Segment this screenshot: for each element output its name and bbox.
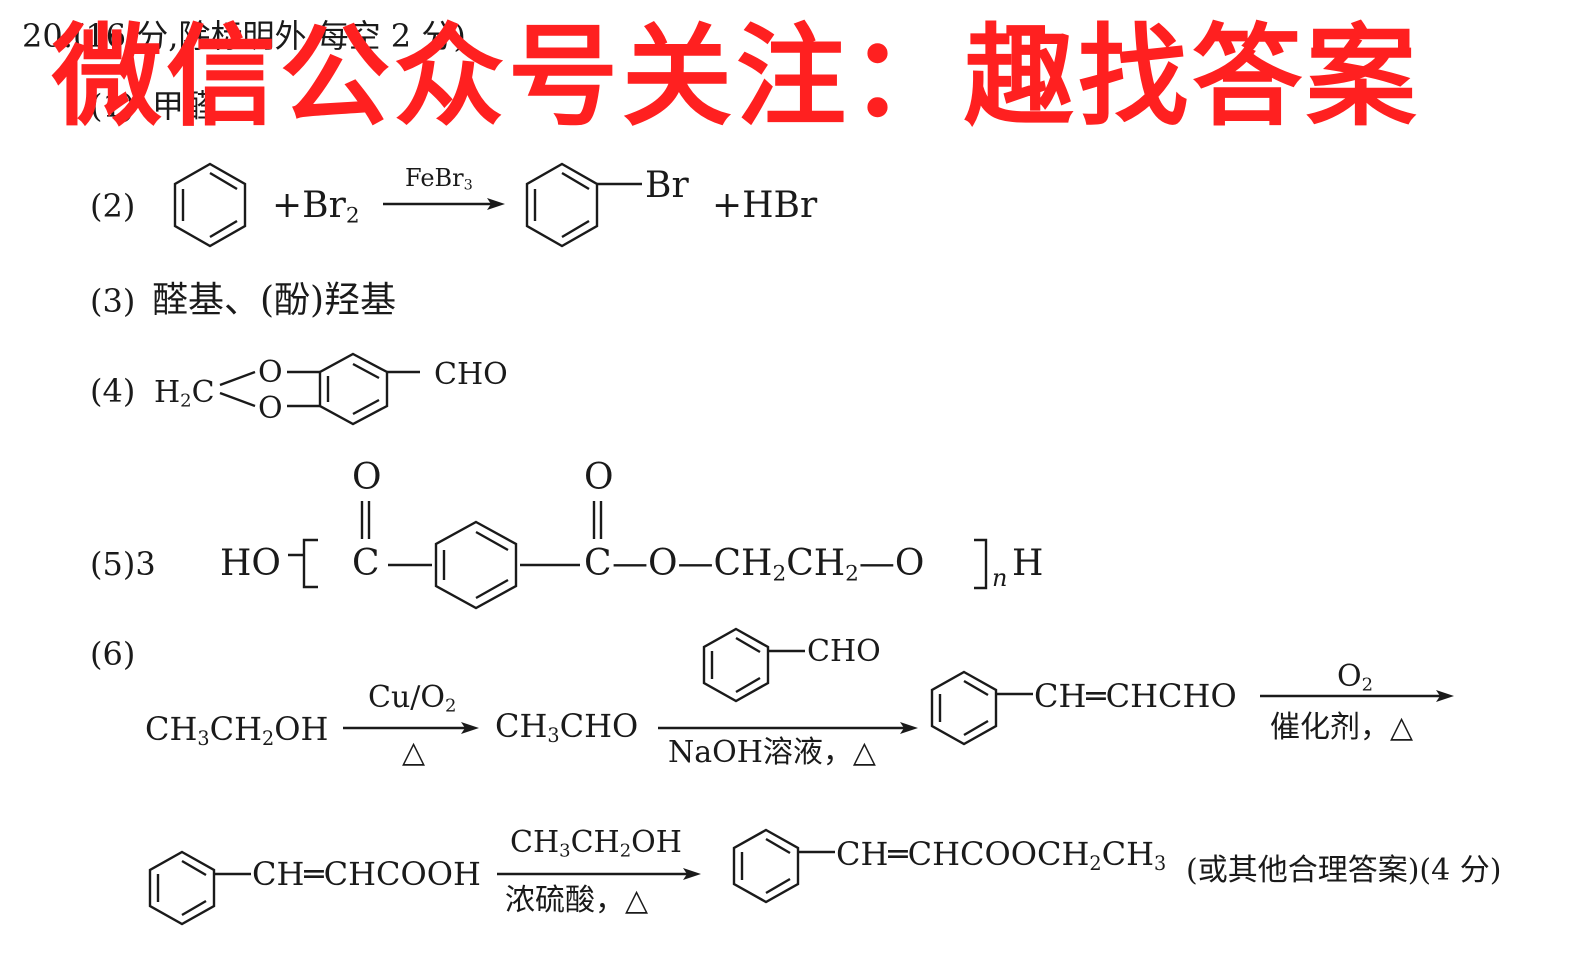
q4-h2c: H2C — [154, 375, 215, 412]
q2-catalyst: FeBr3 — [405, 164, 473, 194]
q6-benzaldehyde-ring — [702, 627, 805, 703]
q6-benzaldehyde-cho: CHO — [807, 634, 881, 669]
q4-oxygen-bottom: O — [258, 391, 283, 426]
question-header: 20.(16 分,除标明外,每空 2 分) — [22, 17, 466, 55]
q6-arrow-1 — [343, 722, 479, 734]
benzene-ring-reactant — [173, 162, 247, 248]
watermark-banner: 微信公众号关注：趣找答案 — [52, 13, 1420, 141]
q4-oxygen-top: O — [258, 355, 283, 390]
q5-chain: —O—CH2CH2—O — [612, 543, 925, 587]
q6-ester: CH═CHCOOCH2CH3 — [836, 835, 1167, 875]
q5-carbonyl-o1: O — [352, 457, 382, 498]
q5-right-bracket — [974, 538, 988, 590]
q6-arrow-4 — [497, 868, 701, 880]
q6-acetaldehyde: CH3CHO — [495, 707, 639, 747]
q2-plus-hbr: +HBr — [712, 185, 818, 226]
q6-arrow-3 — [1260, 690, 1454, 702]
q5-label: (5)3 — [90, 545, 156, 583]
q6-ester-ring — [732, 828, 835, 904]
q6-cond3-top: O2 — [1337, 659, 1374, 696]
q6-note: (或其他合理答案)(4 分) — [1186, 853, 1502, 888]
q3-label: (3) — [90, 282, 136, 320]
q4-methylenedioxy-benzene — [219, 352, 420, 426]
q6-cond1-bottom: △ — [402, 735, 426, 770]
q6-ethanol: CH3CH2OH — [145, 710, 329, 750]
q6-label: (6) — [90, 635, 136, 673]
benzene-ring-bromobenzene — [525, 162, 642, 248]
q6-cond4-top: CH3CH2OH — [510, 825, 682, 862]
q1-answer: 甲醛 — [152, 87, 217, 125]
q6-cinnamaldehyde: CH═CHCHO — [1034, 677, 1237, 715]
q5-n-subscript: n — [992, 564, 1008, 592]
q6-cinnamic-acid: CH═CHCOOH — [252, 855, 481, 893]
q5-carbon-c2: C — [584, 543, 612, 584]
q6-cinnamic-acid-ring — [148, 850, 251, 926]
q5-carbon-c1: C — [352, 543, 380, 584]
q6-cinnamaldehyde-ring — [930, 670, 1033, 746]
q6-cond1-top: Cu/O2 — [368, 680, 457, 717]
q4-label: (4) — [90, 372, 136, 410]
q6-cond2-bottom: NaOH溶液，△ — [668, 735, 876, 770]
q2-label: (2) — [90, 187, 136, 225]
q5-carbonyl-o2: O — [584, 457, 614, 498]
q5-h: H — [1012, 543, 1044, 584]
q4-cho: CHO — [434, 357, 508, 392]
q6-cond3-bottom: 催化剂，△ — [1270, 710, 1414, 745]
q6-cond4-bottom: 浓硫酸，△ — [505, 883, 649, 918]
q5-polymer-skeleton — [288, 501, 603, 610]
q6-arrow-2 — [658, 722, 918, 734]
q2-reaction-arrow — [383, 198, 505, 210]
q3-answer: 醛基、(酚)羟基 — [152, 280, 397, 321]
q2-plus-br2: +Br2 — [272, 185, 360, 229]
q1-label: (1) — [90, 87, 136, 125]
q2-br-substituent: Br — [645, 165, 689, 206]
q5-ho: HO — [220, 543, 281, 584]
